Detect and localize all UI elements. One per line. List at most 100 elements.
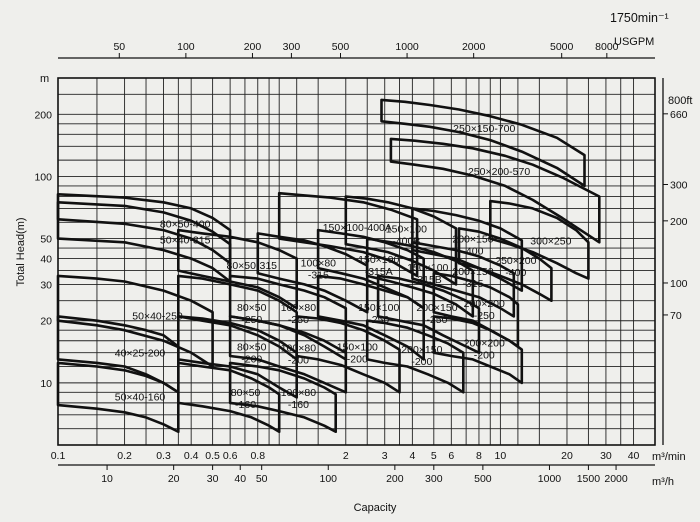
pump-label: 250×200-570 [468, 166, 530, 178]
x-tick-label-m3min: 4 [409, 450, 415, 462]
x-tick-label-m3min: 0.3 [156, 450, 171, 462]
pump-label-line: -250 [474, 310, 495, 322]
pump-label-line: 150×100 [358, 302, 399, 314]
pump-label: 80×50-250 [237, 302, 267, 326]
usgpm-unit: USGPM [614, 36, 654, 48]
pump-label-line: 80×50 [231, 387, 261, 399]
pump-label-line: 200×200 [464, 337, 505, 349]
pump-label-line: 150×100 [407, 262, 448, 274]
pump-label-line: 200×150 [401, 344, 442, 356]
pump-region [432, 315, 524, 385]
pump-label: 250×200-400 [495, 255, 536, 279]
pump-label-line: 300×250 [530, 236, 571, 248]
pump-label-line: 100×80 [281, 302, 316, 314]
m3h-tick-label: 50 [256, 473, 268, 485]
m3h-tick-label: 500 [474, 473, 492, 485]
pump-label-line: 250×150-700 [453, 123, 515, 135]
x-tick-label-m3min: 8 [476, 450, 482, 462]
speed-label: 1750min⁻¹ [610, 11, 669, 25]
usgpm-tick-label: 100 [177, 41, 195, 53]
y-tick-label-m: 30 [40, 279, 52, 291]
pump-region [389, 137, 601, 244]
pump-label-line: -400 [505, 267, 526, 279]
pump-region [56, 193, 232, 265]
pump-region [228, 315, 348, 394]
y-tick-label-m: 100 [34, 171, 52, 183]
m3h-tick-label: 40 [234, 473, 246, 485]
pump-region [376, 274, 481, 354]
pump-region [277, 191, 419, 278]
pump-label-line: 150×100-400A [323, 222, 392, 234]
pump-label: 150×100-400B [386, 224, 427, 248]
x-tick-label-m3min: 30 [600, 450, 612, 462]
x-tick-label-m3min: 20 [561, 450, 573, 462]
usgpm-tick-label: 2000 [462, 41, 486, 53]
pump-label-line: 50×40-250 [132, 311, 183, 323]
usgpm-tick-label: 300 [283, 41, 301, 53]
pump-label-line: -250 [288, 314, 309, 326]
pump-label: 150×100-200 [337, 341, 378, 365]
pump-label-line: 150×100 [386, 224, 427, 236]
usgpm-tick-label: 8000 [595, 41, 619, 53]
x-tick-label-m3min: 0.1 [51, 450, 66, 462]
x-tick-label-m3min: 6 [448, 450, 454, 462]
pump-label-line: 50×40-160 [115, 392, 166, 404]
pump-label-line: -315 [308, 269, 329, 281]
pump-label-line: 80×50 [237, 302, 267, 314]
y-tick-label-m: 40 [40, 254, 52, 266]
pump-label: 200×200-200 [464, 337, 505, 361]
y-tick-label-m: 50 [40, 234, 52, 246]
x-tick-label-m3min: 0.8 [250, 450, 265, 462]
pump-label: 100×80-200 [281, 343, 316, 367]
m3h-tick-label: 30 [207, 473, 219, 485]
pump-label: 80×50-315 [227, 260, 278, 272]
pump-label: 150×100-315A [358, 254, 399, 278]
pump-label-line: 200×150 [452, 233, 493, 245]
pump-label: 50×40-315 [160, 235, 211, 247]
pump-region [489, 199, 590, 280]
usgpm-tick-label: 200 [244, 41, 262, 53]
pump-label: 150×100-400A [323, 222, 392, 234]
pump-label-line: -400B [392, 236, 420, 248]
m3min-unit: m³/min [652, 451, 686, 463]
pump-region [365, 319, 465, 394]
pump-label-line: -160 [288, 399, 309, 411]
x-tick-label-m3min: 40 [628, 450, 640, 462]
m3h-tick-label: 300 [425, 473, 443, 485]
usgpm-tick-label: 1000 [395, 41, 419, 53]
pump-label-line: 80×50-400 [160, 219, 211, 231]
x-tick-label-m3min: 0.5 [205, 450, 220, 462]
pump-label-line: -400 [462, 245, 483, 257]
pump-label-line: -250 [426, 314, 447, 326]
ft-tick-label: 300 [670, 179, 688, 191]
pump-label: 200×150-315 [452, 266, 493, 290]
pump-label-line: 150×100 [337, 341, 378, 353]
pump-region [256, 232, 369, 314]
pump-label-line: 80×50-315 [227, 260, 278, 272]
pump-label-line: 200×200 [464, 298, 505, 310]
usgpm-tick-label: 500 [332, 41, 350, 53]
pump-region [295, 315, 401, 394]
m3h-tick-label: 100 [320, 473, 338, 485]
x-tick-label-m3min: 0.2 [117, 450, 132, 462]
pump-label-line: 80×50 [237, 341, 267, 353]
y-tick-label-m: 20 [40, 316, 52, 328]
pump-label-line: -200 [241, 353, 262, 365]
pump-label-line: 100×80 [281, 343, 316, 355]
m3h-tick-label: 10 [101, 473, 113, 485]
x-tick-label-m3min: 0.6 [223, 450, 238, 462]
pump-region [457, 227, 553, 302]
pump-region [380, 98, 586, 188]
pump-label: 300×250 [530, 236, 571, 248]
pump-label-line: -200 [474, 349, 495, 361]
pump-label-line: -200 [411, 356, 432, 368]
ft-unit: 800ft [668, 95, 692, 107]
m3h-tick-label: 20 [168, 473, 180, 485]
x-tick-label-m3min: 3 [382, 450, 388, 462]
m3h-tick-label: 1500 [577, 473, 601, 485]
x-axis-title: Capacity [354, 502, 397, 514]
pump-label: 150×100-250 [358, 302, 399, 326]
pump-label-line: 250×200-570 [468, 166, 530, 178]
